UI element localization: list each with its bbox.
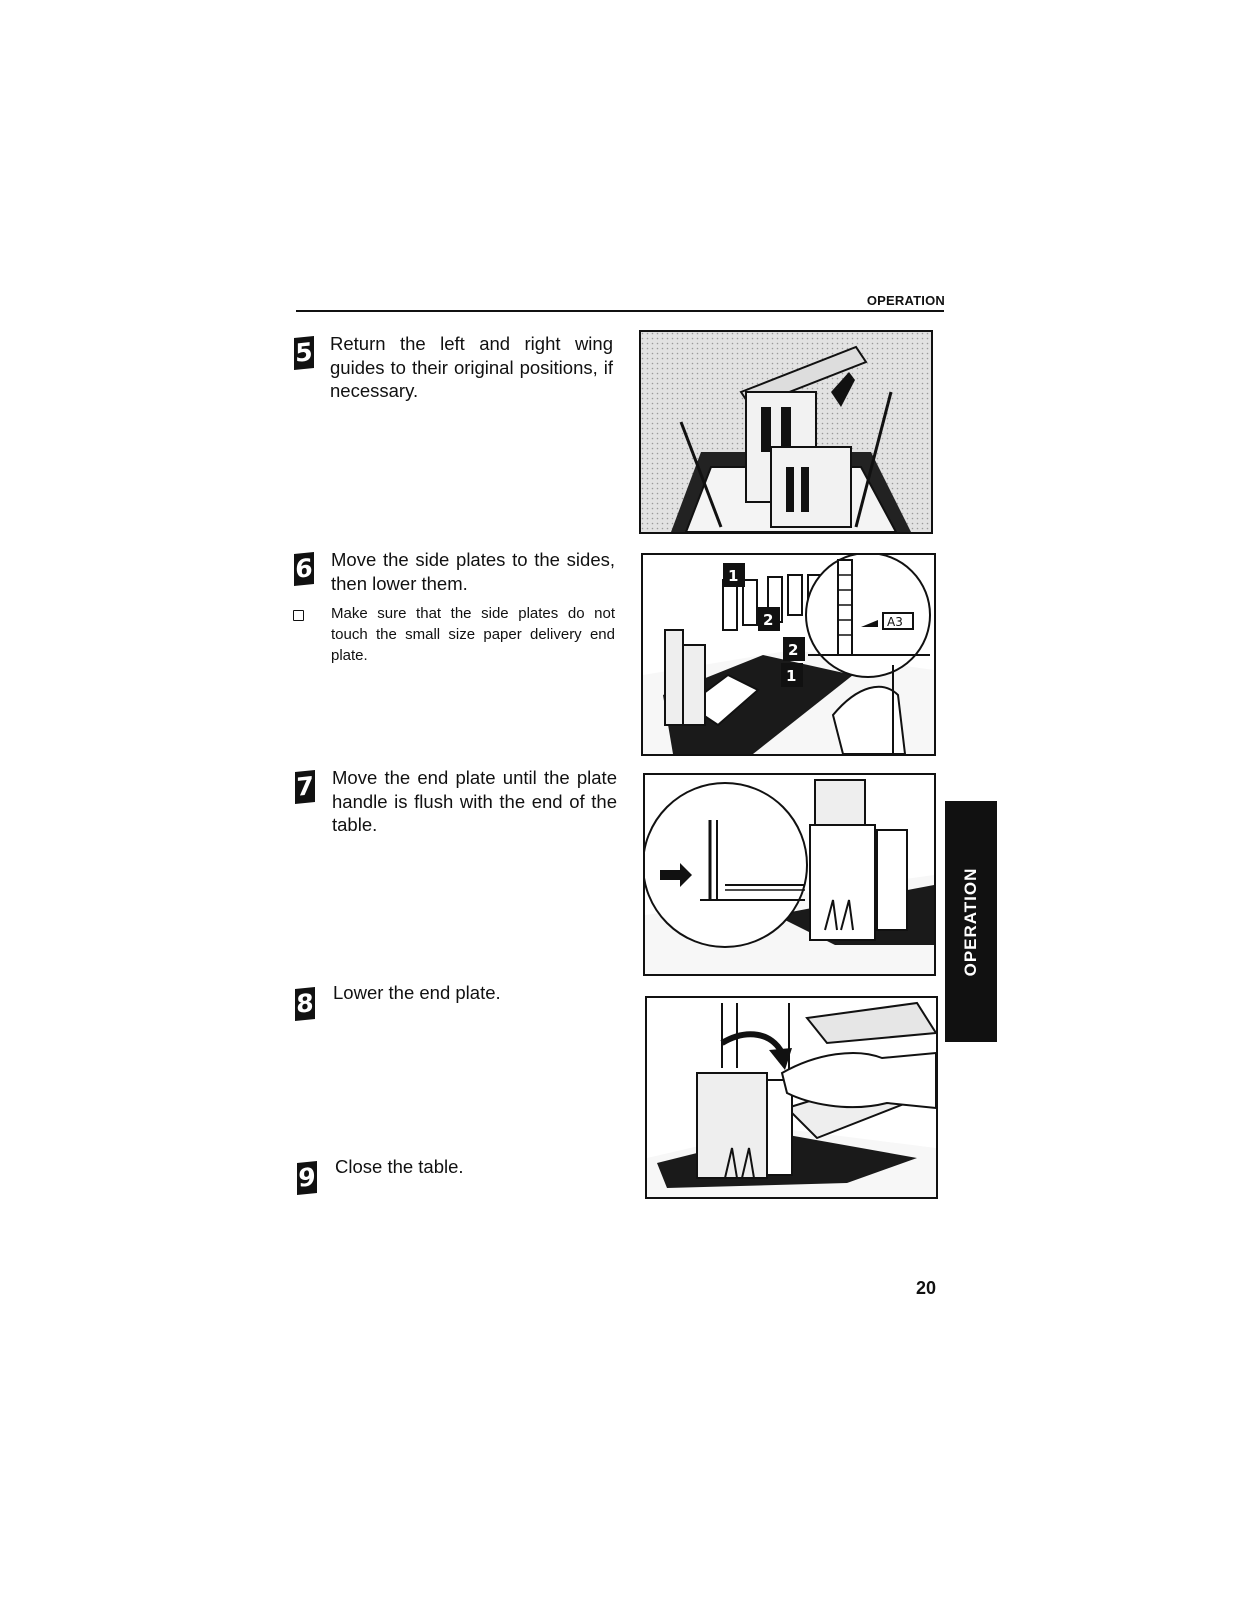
side-tab-label: OPERATION <box>961 867 980 976</box>
callout-1-top: 1 <box>728 567 738 585</box>
side-plates-illustration: 1 2 2 1 A3 <box>643 555 934 754</box>
step-6-text: Move the side plates to the sides, then … <box>331 549 615 594</box>
step-5-text: Return the left and right wing guides to… <box>330 333 613 401</box>
callout-1-bottom: 1 <box>786 667 796 685</box>
paper-size-label: A3 <box>887 615 903 629</box>
step-7-text: Move the end plate until the plate handl… <box>332 767 617 835</box>
figure-side-plates: 1 2 2 1 A3 <box>641 553 936 756</box>
wing-guides-illustration <box>641 332 931 532</box>
header-rule <box>296 310 944 312</box>
step-9-text: Close the table. <box>335 1156 464 1177</box>
figure-end-plate <box>643 773 936 976</box>
figure-wing-guides <box>639 330 933 534</box>
figure-lower-end-plate <box>645 996 938 1199</box>
page-number: 20 <box>916 1278 937 1298</box>
step-6-number: 6 <box>294 551 314 587</box>
lower-end-plate-illustration <box>647 1001 936 1197</box>
callout-2-top: 2 <box>763 611 773 629</box>
step-8-text: Lower the end plate. <box>333 982 501 1003</box>
step-5-number: 5 <box>294 335 314 371</box>
note-checkbox-icon <box>293 610 304 621</box>
callout-2-bottom: 2 <box>788 641 798 659</box>
step-8-number: 8 <box>295 986 315 1022</box>
section-header-title: OPERATION <box>866 293 945 308</box>
step-9-number: 9 <box>297 1160 317 1196</box>
step-6-note: Make sure that the side plates do not to… <box>331 605 615 664</box>
step-7-number: 7 <box>295 769 315 805</box>
section-side-tab: OPERATION <box>945 801 997 1042</box>
end-plate-illustration <box>645 779 934 974</box>
